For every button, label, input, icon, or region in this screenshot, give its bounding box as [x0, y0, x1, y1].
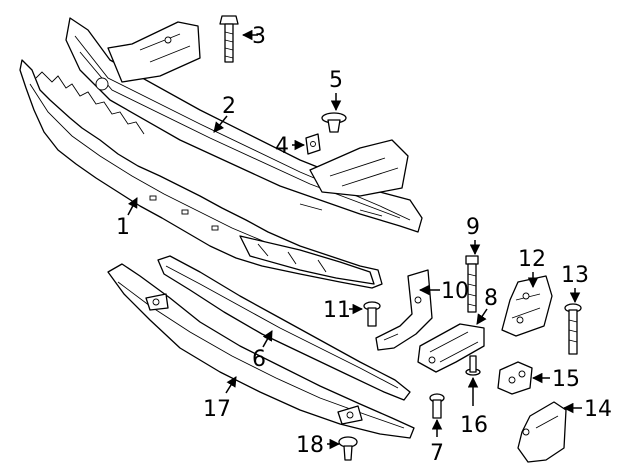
callout-5: 5: [329, 68, 343, 93]
bolt-11: [363, 301, 381, 327]
callout-9: 9: [466, 215, 480, 240]
bracket-12: [501, 275, 553, 337]
callout-7: 7: [430, 441, 444, 466]
stud-16: [465, 355, 481, 376]
callout-12: 12: [518, 247, 546, 272]
callout-6: 6: [252, 347, 266, 372]
callout-15: 15: [552, 367, 580, 392]
bolt-9: [465, 255, 479, 313]
callout-13: 13: [561, 263, 589, 288]
callout-11: 11: [323, 298, 351, 323]
callout-8: 8: [484, 286, 498, 311]
bolt-7: [429, 393, 445, 419]
bracket-8: [417, 323, 485, 373]
callout-1: 1: [116, 215, 130, 240]
leader-lines: [127, 29, 582, 450]
bolt-3: [219, 15, 239, 63]
energy-absorber: [19, 59, 383, 289]
callout-14: 14: [584, 397, 612, 422]
callout-2: 2: [222, 94, 236, 119]
callout-17: 17: [203, 397, 231, 422]
callout-4: 4: [275, 134, 289, 159]
callout-labels: 1 2 3 4 5 6 7 8 9 10 11 12 13 14 15 16 1…: [116, 24, 612, 466]
bracket-15: [497, 361, 533, 395]
guide-14: [517, 401, 567, 463]
push-clip-5: [321, 112, 347, 133]
bolt-13: [564, 303, 582, 355]
callout-18: 18: [296, 433, 324, 458]
callout-3: 3: [252, 24, 266, 49]
clip-18: [338, 436, 358, 461]
lower-support-strip: [157, 255, 411, 401]
callout-10: 10: [441, 279, 469, 304]
reinforcement-bar: [65, 17, 423, 233]
lower-deflector: [107, 263, 415, 439]
nut-clip-4: [305, 133, 321, 155]
bracket-10: [375, 269, 433, 351]
callout-16: 16: [460, 413, 488, 438]
